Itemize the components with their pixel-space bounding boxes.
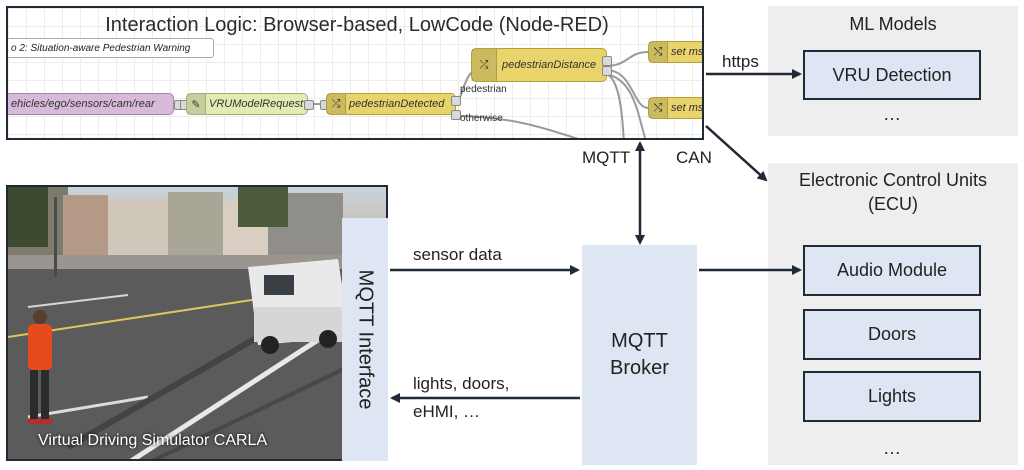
vru-request-output-port[interactable] [304, 100, 314, 110]
ml-models-title: ML Models [849, 14, 937, 34]
mqtt-broker-line2: Broker [610, 357, 669, 379]
vru-model-request-node[interactable]: ✎ VRUModelRequest [186, 93, 308, 115]
ecu-title-line2: (ECU) [868, 194, 918, 214]
otherwise-output-port[interactable] [451, 110, 461, 120]
set-msg-label-2: set ms [671, 102, 704, 114]
distance-output-port-2[interactable] [602, 66, 612, 76]
pedestrian-detected-label: pedestrianDetected [349, 98, 445, 110]
can-arrow [705, 125, 768, 182]
ml-models-more: … [883, 104, 901, 124]
pedestrian-port-label: pedestrian [460, 84, 507, 95]
mqtt-interface-box: MQTT Interface [342, 218, 388, 461]
mqtt-topic-node[interactable]: ehicles/ego/sensors/cam/rear [8, 93, 174, 115]
simulator-caption: Virtual Driving Simulator CARLA [38, 432, 268, 449]
mqtt-label: MQTT [582, 148, 631, 167]
set-msg-node-2[interactable]: ⤭ set ms [648, 97, 704, 119]
change-icon: ⤭ [649, 98, 668, 118]
distance-output-port-1[interactable] [602, 56, 612, 66]
audio-module-label: Audio Module [836, 260, 948, 280]
lights-doors-label-2: eHMI, … [413, 402, 481, 421]
doors-box: Doors [803, 309, 981, 360]
node-red-panel: Interaction Logic: Browser-based, LowCod… [6, 6, 704, 140]
lights-box: Lights [803, 371, 981, 422]
ecu-more: … [883, 438, 901, 458]
pedestrian-output-port[interactable] [451, 96, 461, 106]
lights-label: Lights [867, 386, 917, 406]
vru-detection-label: VRU Detection [832, 64, 952, 85]
pedestrian-distance-label: pedestrianDistance [502, 59, 597, 71]
doors-label: Doors [867, 324, 916, 344]
flow-tab-label[interactable]: o 2: Situation-aware Pedestrian Warning [8, 38, 214, 58]
pedestrian-distance-node[interactable]: ⤮ pedestrianDistance [471, 48, 607, 82]
vru-detection-box: VRU Detection [803, 50, 981, 100]
can-label: CAN [676, 148, 712, 167]
flow-tab-text: o 2: Situation-aware Pedestrian Warning [11, 42, 191, 54]
set-msg-node-1[interactable]: ⤭ set ms [648, 41, 704, 63]
switch-icon: ⤮ [472, 49, 497, 81]
carla-simulator-view: Virtual Driving Simulator CARLA [6, 185, 388, 461]
mqtt-topic-label: ehicles/ego/sensors/cam/rear [11, 98, 155, 110]
pedestrian-detected-node[interactable]: ⤮ pedestrianDetected [326, 93, 456, 115]
set-msg-label-1: set ms [671, 46, 704, 58]
audio-module-box: Audio Module [803, 245, 981, 296]
switch-icon: ⤮ [327, 94, 346, 114]
otherwise-port-label: otherwise [460, 113, 503, 124]
https-label: https [722, 52, 759, 71]
mqtt-broker-box: MQTT Broker [582, 245, 697, 465]
node-red-title: Interaction Logic: Browser-based, LowCod… [105, 14, 609, 36]
lights-doors-label-1: lights, doors, [413, 374, 510, 393]
simulator-scene [8, 187, 386, 459]
ecu-title-line1: Electronic Control Units [798, 170, 988, 190]
change-icon: ⤭ [649, 42, 668, 62]
sensor-data-label: sensor data [413, 245, 502, 264]
vru-request-label: VRUModelRequest [209, 98, 304, 110]
function-icon: ✎ [187, 94, 206, 114]
mqtt-broker-line1: MQTT [611, 330, 668, 352]
